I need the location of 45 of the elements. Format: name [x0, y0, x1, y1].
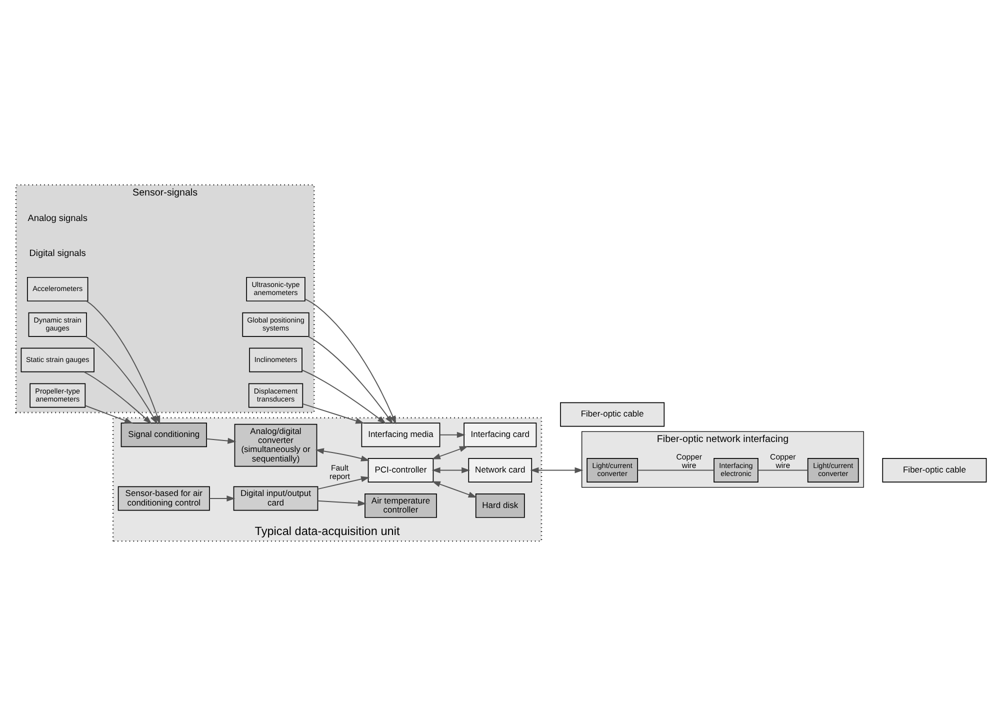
connector [637, 470, 714, 471]
label: Digital signals [29, 248, 86, 258]
node-box: Static strain gauges [20, 348, 94, 372]
node-box: Sensor-based for air conditioning control [118, 486, 210, 511]
arrow [439, 432, 466, 438]
node-box: Digital input/output card [233, 486, 318, 511]
arrow [302, 370, 386, 424]
arrow [432, 467, 470, 474]
node-box: Light/current converter [807, 458, 859, 482]
node-box: Hard disk [475, 493, 525, 518]
arrow [432, 481, 477, 498]
node-box: Light/current converter [586, 458, 638, 482]
arrow [86, 300, 160, 424]
arrow [84, 405, 134, 424]
node-box: Ultrasonic-type anemometers [246, 276, 306, 302]
arrow [432, 446, 468, 460]
node-box: Interfacing media [361, 422, 440, 448]
arrow [85, 336, 158, 424]
node-box: Fiber-optic cable [560, 402, 665, 427]
node-box: Interfacing electronic [714, 458, 758, 482]
arrow [317, 476, 370, 490]
node-box: Interfacing card [464, 422, 537, 448]
node-box: Propeller-type anemometers [30, 383, 86, 408]
arrow [302, 403, 364, 424]
node-box: Accelerometers [27, 276, 88, 302]
label: Analog signals [28, 212, 88, 223]
arrow [209, 496, 236, 502]
arrow [304, 298, 396, 424]
node-box: Air temperature controller [364, 493, 437, 518]
node-box: PCI-controller [368, 458, 434, 482]
node-box: Dynamic strain gauges [28, 312, 87, 337]
node-box: Inclinometers [249, 348, 302, 372]
node-box: Fiber-optic cable [882, 458, 987, 482]
arrow [315, 448, 370, 462]
connector [758, 470, 808, 471]
node-box: Signal conditioning [120, 422, 207, 448]
arrow [206, 438, 236, 444]
node-box: Displacement transducers [248, 383, 304, 408]
node-box: Network card [468, 458, 532, 482]
node-box: Global positioning systems [242, 312, 310, 337]
arrow [317, 500, 366, 506]
arrow [84, 371, 152, 424]
arrow [530, 467, 584, 474]
node-box: Analog/digital converter (simultaneously or sequentially) [234, 424, 318, 467]
arrow [308, 336, 393, 424]
